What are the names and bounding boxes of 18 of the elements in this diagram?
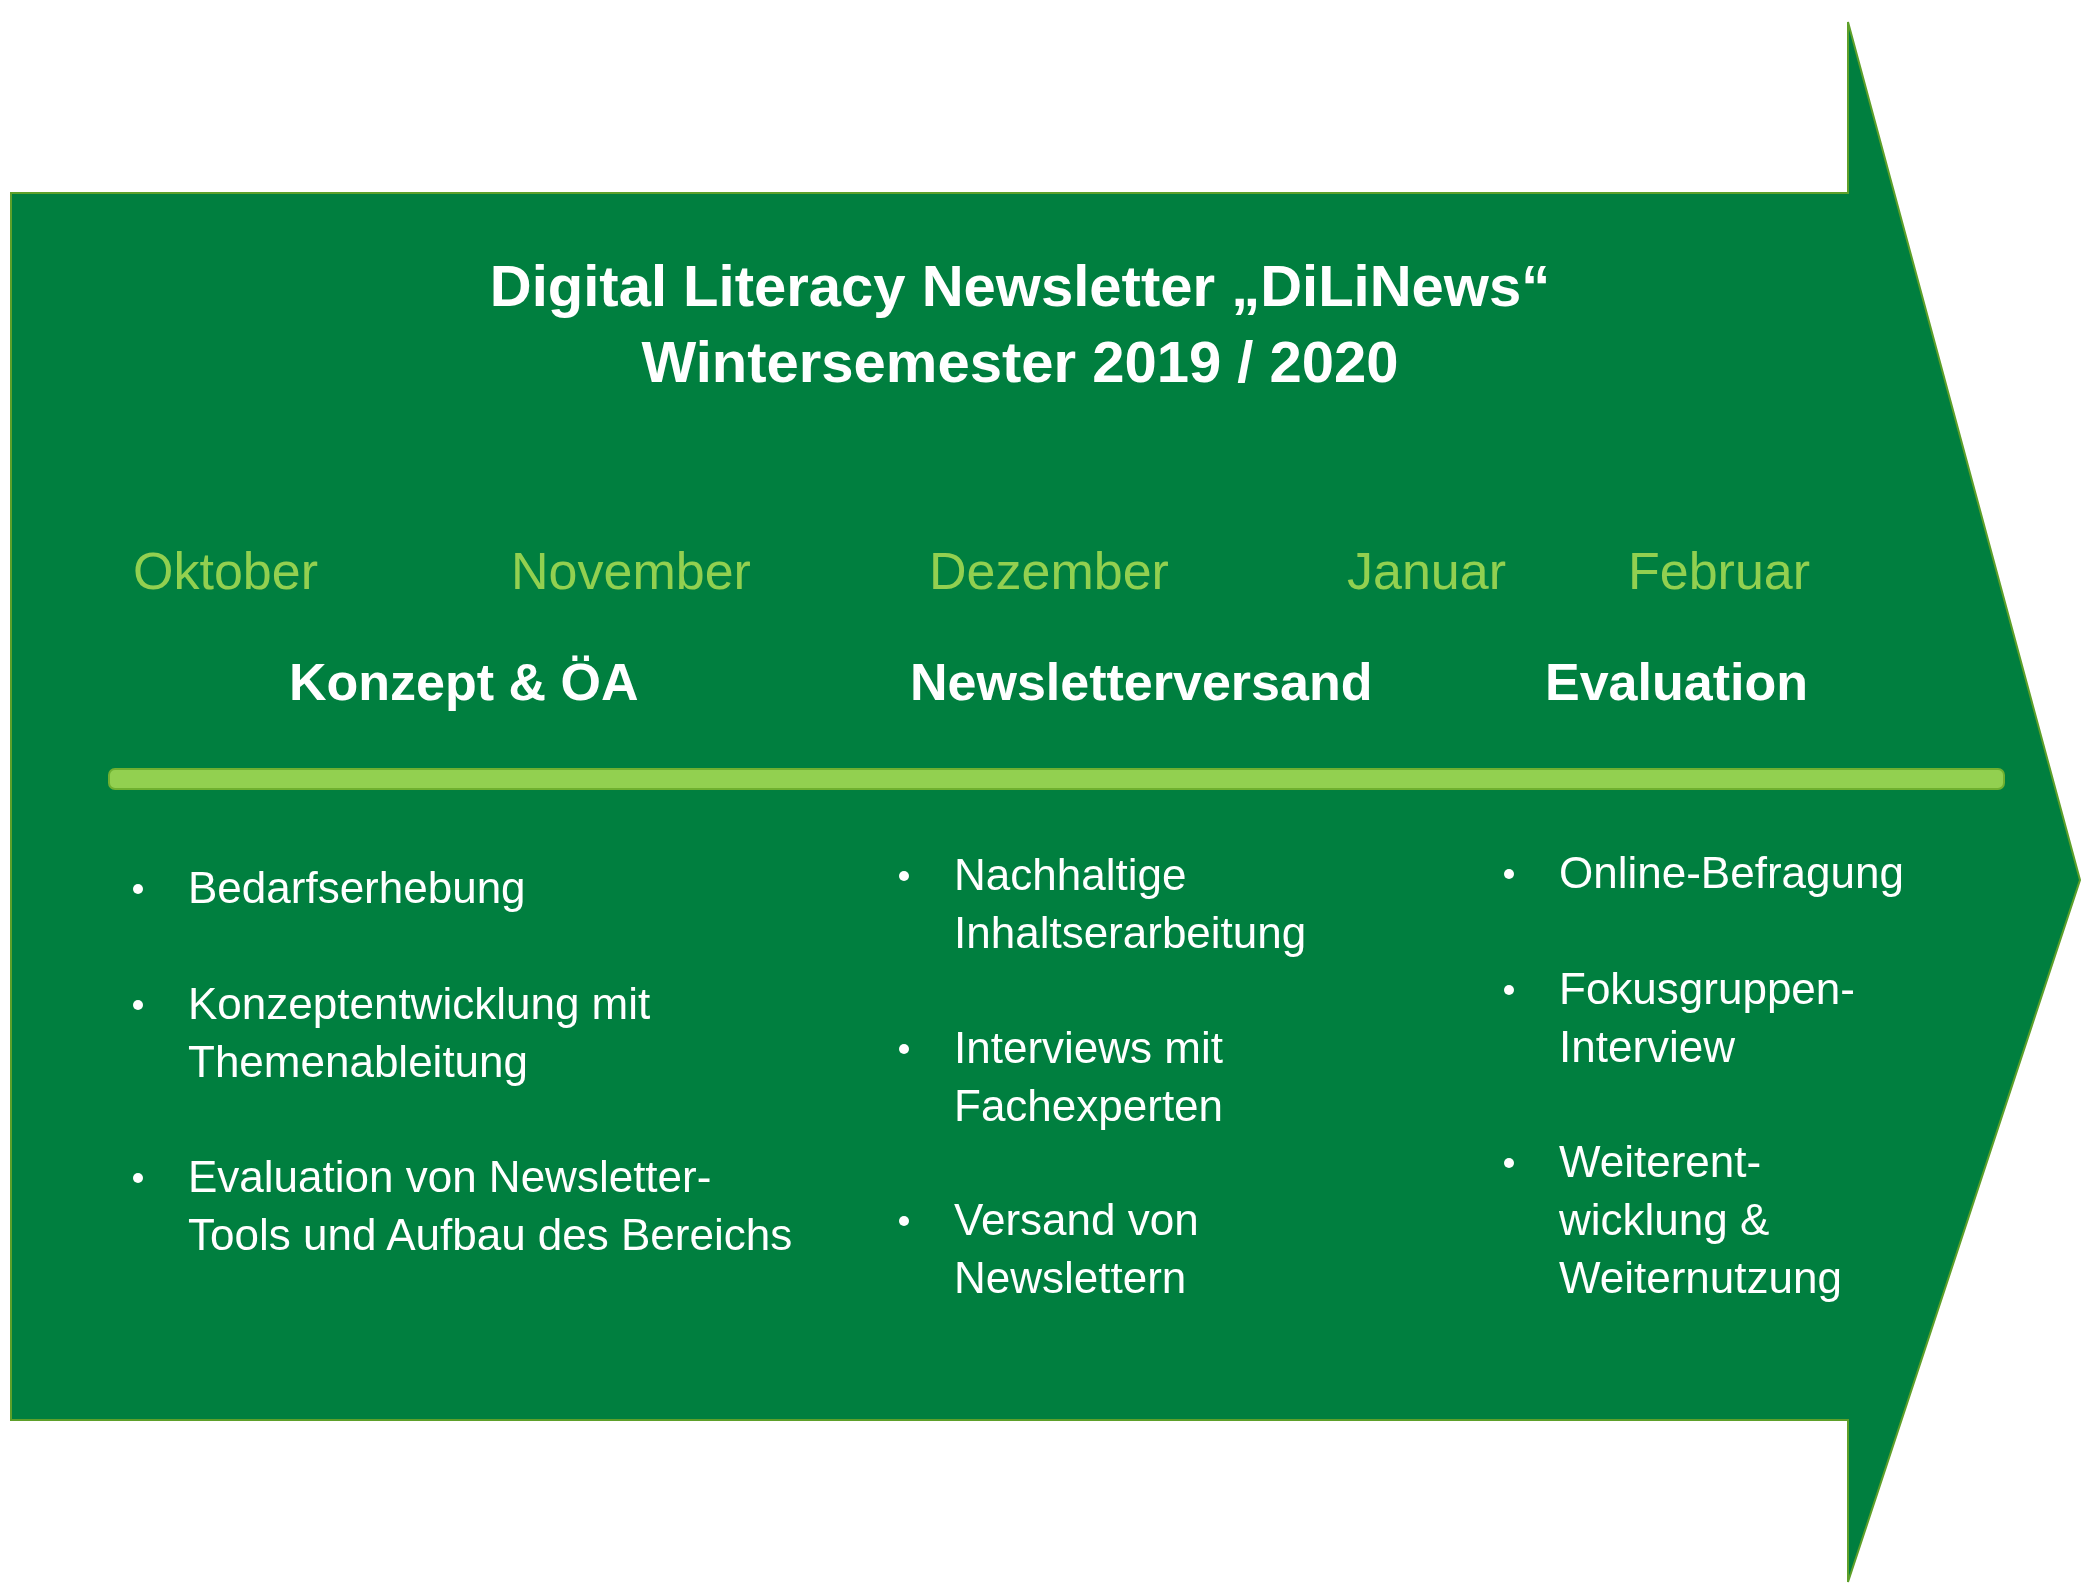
diagram-title: Digital Literacy Newsletter „DiLiNews“ Wintersemester 2019 / 2020 <box>488 252 1552 396</box>
phase-heading: Newsletterversand <box>910 652 1373 712</box>
month-label: Februar <box>1628 541 1811 601</box>
task-item: Fokusgruppen-Interview <box>1559 963 1856 1073</box>
month-label: Dezember <box>929 541 1169 601</box>
task-item: Online-Befragung <box>1559 847 1905 899</box>
month-label: Oktober <box>133 541 318 601</box>
phase-heading: Konzept & ÖA <box>289 652 639 712</box>
phase-heading: Evaluation <box>1545 652 1808 712</box>
task-item: Bedarfserhebung <box>188 862 527 914</box>
month-label: Januar <box>1347 541 1506 601</box>
task-item: Konzeptentwicklung mit Themenableitung <box>188 978 652 1088</box>
task-item: Weiterent-wicklung & Weiternutzung <box>1559 1136 1843 1304</box>
task-item: Evaluation von Newsletter-Tools und Aufbau des Bereichs <box>188 1151 794 1261</box>
task-item: Versand von Newslettern <box>954 1194 1200 1304</box>
month-label: November <box>511 541 751 601</box>
task-item: Interviews mit Fachexperten <box>954 1022 1225 1132</box>
task-item: Nachhaltige Inhaltserarbeitung <box>954 849 1308 959</box>
